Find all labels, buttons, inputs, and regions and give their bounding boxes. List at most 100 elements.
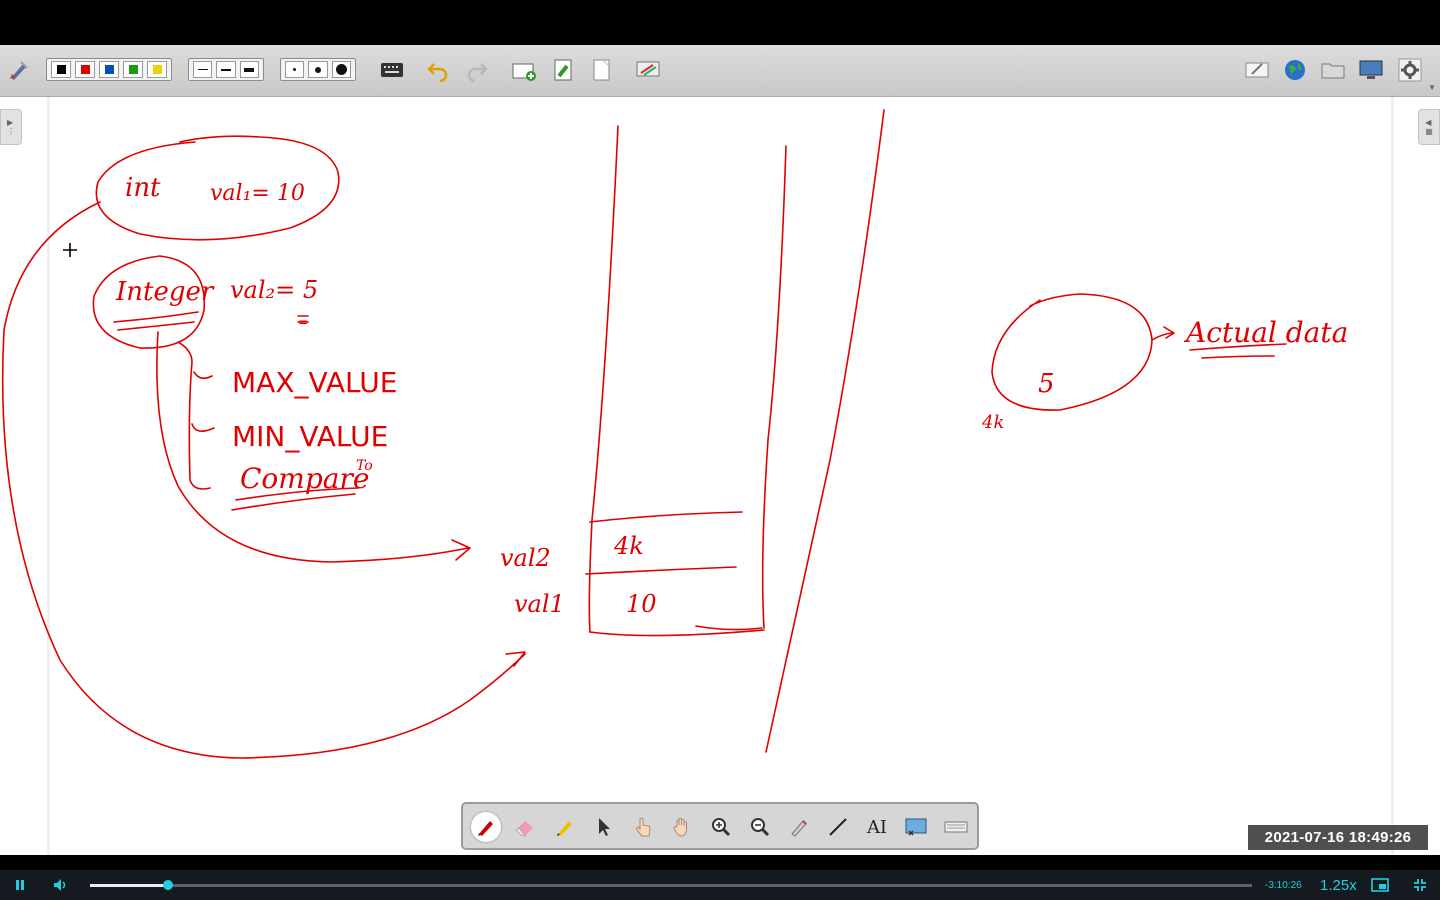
canvas-margin-right [1391, 97, 1394, 855]
text-cell-10: 10 [626, 590, 657, 618]
dot-size-group [280, 58, 356, 81]
equal-mark-stroke [297, 315, 309, 323]
toolbar-dropdown-icon[interactable]: ▼ [1428, 83, 1436, 92]
stack-bottom [589, 625, 765, 637]
text-int-keyword: int [125, 173, 161, 203]
arrowhead-int [505, 651, 526, 667]
color-chip [128, 65, 138, 74]
pause-icon[interactable] [8, 870, 32, 900]
text-val1-decl: val₁= 10 [210, 181, 305, 206]
line-thick-option[interactable] [239, 61, 259, 78]
keyboard-icon[interactable] [378, 57, 406, 83]
line-sample [244, 67, 255, 72]
text-cell-4k: 4k [613, 532, 644, 560]
underline-integer [113, 311, 199, 331]
page-icon[interactable] [587, 57, 615, 83]
text-val2-label: val2 [500, 544, 551, 572]
exit-fullscreen-icon[interactable] [1408, 870, 1432, 900]
pointer-hand-icon[interactable] [628, 812, 658, 842]
ellipse-heap-object [991, 293, 1153, 411]
color-blue-swatch[interactable] [99, 61, 119, 78]
color-yellow-swatch[interactable] [147, 61, 167, 78]
canvas-margin-left [47, 97, 50, 855]
zoom-in-icon[interactable] [706, 812, 736, 842]
line-sample [197, 69, 208, 70]
edit-mode-icon[interactable] [1243, 57, 1271, 83]
cursor-crosshair [63, 243, 77, 257]
left-panel-toggle[interactable]: ▶⋮ [0, 109, 22, 145]
color-palette [46, 58, 172, 81]
playback-speed-button[interactable]: 1.25x [1320, 876, 1357, 894]
line-tool-icon[interactable] [823, 812, 853, 842]
pan-hand-icon[interactable] [667, 812, 697, 842]
picture-in-picture-icon[interactable] [1368, 870, 1392, 900]
pen-settings-icon[interactable] [5, 57, 33, 83]
ink-drawing: int val₁= 10 Integer val₂= 5 = MAX_VALUE… [1, 109, 1348, 759]
laser-pen-icon[interactable] [784, 812, 814, 842]
dot-sample [335, 64, 347, 75]
progress-track[interactable] [90, 880, 1252, 890]
stack-divider-mid [585, 566, 737, 575]
text-equal-mark: = [298, 315, 308, 329]
text-tool-icon[interactable]: AI [862, 812, 892, 842]
folder-icon[interactable] [1319, 57, 1347, 83]
whiteboard-canvas[interactable]: ▶⋮ ◀▦ [0, 97, 1440, 855]
undo-icon[interactable] [424, 57, 452, 83]
stack-divider-top [589, 511, 743, 523]
dot-small-option[interactable] [285, 61, 305, 78]
text-integer-keyword: Integer [115, 277, 215, 307]
progress-knob[interactable] [162, 880, 173, 890]
player-controls: -3:10:26 1.25x [0, 870, 1440, 900]
new-page-icon[interactable] [510, 57, 538, 83]
whiteboard-toolbar: ▼ [0, 45, 1440, 97]
line-sample [220, 68, 231, 71]
redo-icon[interactable] [463, 57, 491, 83]
line-medium-option[interactable] [216, 61, 236, 78]
ellipse-integer [92, 255, 206, 349]
text-heap-address: 4k [981, 412, 1004, 433]
time-remaining: -3:10:26 [1265, 879, 1302, 891]
keyboard-tool-icon[interactable] [941, 812, 971, 842]
pen-tool-icon[interactable] [471, 812, 501, 842]
select-arrow-icon[interactable] [589, 812, 619, 842]
line-width-group [188, 58, 264, 81]
line-thin-option[interactable] [193, 61, 213, 78]
eraser-tool-icon[interactable] [510, 812, 540, 842]
monitor-icon[interactable] [1357, 57, 1385, 83]
color-red-swatch[interactable] [75, 61, 95, 78]
dot-sample [293, 68, 297, 71]
text-val1-label: val1 [514, 590, 565, 618]
color-chip [152, 65, 162, 74]
branch-lines [177, 341, 215, 490]
text-heap-5: 5 [1038, 369, 1055, 399]
zoom-out-icon[interactable] [745, 812, 775, 842]
color-black-swatch[interactable] [51, 61, 71, 78]
gear-icon[interactable] [1396, 57, 1424, 83]
recording-timestamp: 2021-07-16 18:49:26 [1248, 825, 1428, 850]
arrow-int-to-stack [1, 201, 526, 759]
dot-medium-option[interactable] [308, 61, 328, 78]
highlighter-tool-icon[interactable] [550, 812, 580, 842]
volume-icon[interactable] [48, 870, 74, 900]
letterbox-top [0, 0, 1440, 45]
progress-fill [90, 884, 168, 887]
color-chip [104, 65, 114, 74]
underline-actual-data [1189, 343, 1287, 359]
arrow-integer-to-val2 [156, 331, 469, 563]
arrow-actual-data [1151, 326, 1175, 341]
underline-compare [231, 487, 359, 511]
color-green-swatch[interactable] [123, 61, 143, 78]
text-compare-suffix: To [356, 458, 373, 474]
video-player-bar: -3:10:26 1.25x [0, 855, 1440, 900]
clear-screen-icon[interactable] [634, 57, 662, 83]
stack-right-wall [761, 145, 787, 629]
next-page-icon[interactable] [549, 57, 577, 83]
arrowhead-integer [451, 539, 471, 561]
screenshot-tool-icon[interactable] [901, 812, 931, 842]
dot-sample [314, 66, 321, 73]
drawing-tool-palette: AI [461, 802, 979, 850]
ellipse-int-decl [95, 135, 340, 241]
globe-icon[interactable] [1281, 57, 1309, 83]
dot-large-option[interactable] [331, 61, 351, 78]
text-val2-decl: val₂= 5 [230, 276, 318, 304]
